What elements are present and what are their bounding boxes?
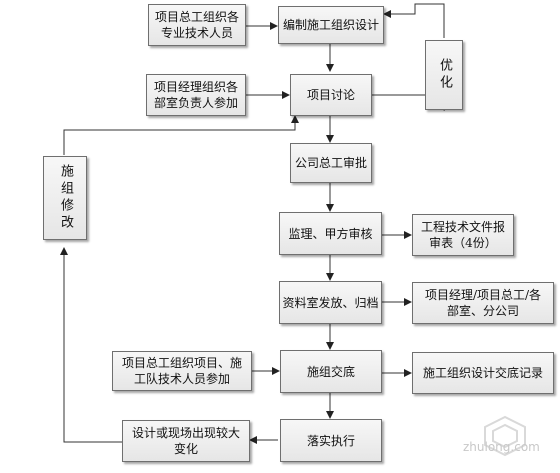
watermark-text: zhulong.com bbox=[463, 440, 540, 454]
node-briefing-record: 施工组织设计交底记录 bbox=[412, 352, 554, 394]
node-distribution-targets: 项目经理/项目总工/各部室、分公司 bbox=[412, 282, 554, 324]
node-construction-briefing: 施组交底 bbox=[280, 350, 382, 393]
node-document-report-form: 工程技术文件报审表（4份） bbox=[412, 214, 514, 256]
node-company-chief-approval: 公司总工审批 bbox=[290, 143, 372, 183]
node-chief-engineer-team: 项目总工组织项目、施工队技术人员参加 bbox=[112, 351, 252, 391]
node-optimize: 优化 bbox=[425, 40, 463, 110]
node-implementation: 落实执行 bbox=[280, 419, 382, 462]
node-construction-revision: 施组修改 bbox=[43, 156, 87, 240]
arrow-optimize-to-compile bbox=[383, 3, 445, 38]
node-archive-release: 资料室发放、归档 bbox=[279, 281, 382, 324]
arrow-revision-to-discussion bbox=[63, 115, 299, 155]
node-compile-design: 编制施工组织设计 bbox=[278, 6, 384, 44]
node-manager-organize: 项目经理组织各部室负责人参加 bbox=[146, 74, 246, 116]
node-project-discussion: 项目讨论 bbox=[290, 74, 372, 116]
arrow-change-to-revision bbox=[60, 247, 122, 443]
node-chief-engineer-organize: 项目总工组织各专业技术人员 bbox=[148, 4, 246, 46]
watermark-logo bbox=[484, 415, 526, 457]
node-supervisor-owner-review: 监理、甲方审核 bbox=[279, 212, 382, 255]
node-major-change: 设计或现场出现较大变化 bbox=[122, 420, 250, 462]
